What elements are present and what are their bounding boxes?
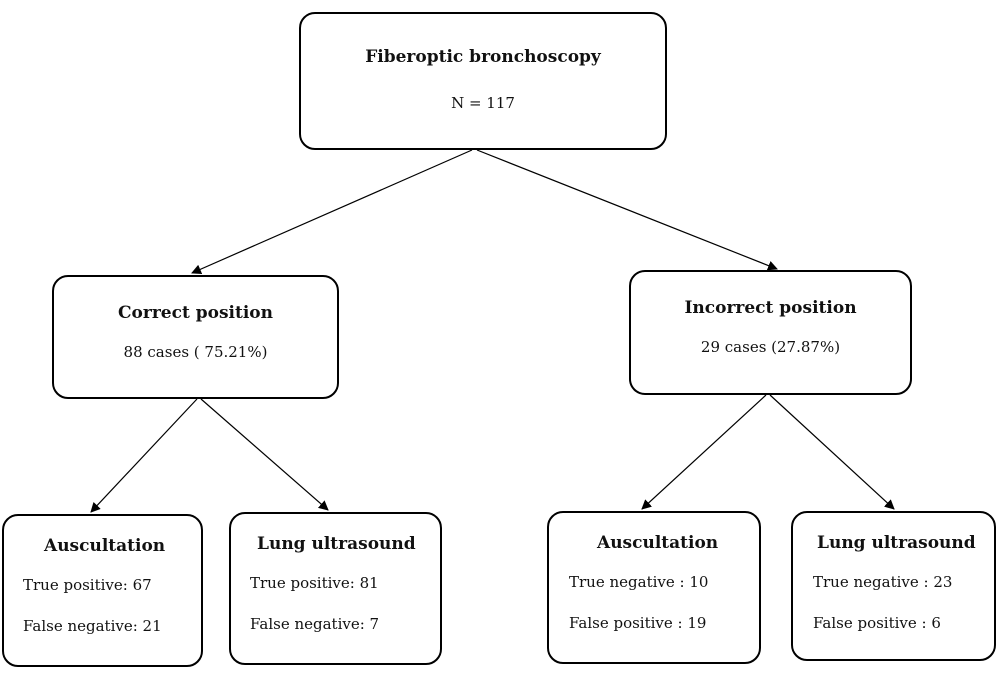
arrow-correct-to-auscultation xyxy=(90,398,198,513)
incorrect-auscultation-line2: False positive : 19 xyxy=(569,614,707,632)
incorrect-count: 29 cases (27.87%) xyxy=(700,338,841,356)
node-incorrect-lung-ultrasound: Lung ultrasound True negative : 23 False… xyxy=(791,511,996,661)
correct-title: Correct position xyxy=(118,303,273,323)
correct-count: 88 cases ( 75.21%) xyxy=(123,343,268,361)
correct-ultrasound-line2: False negative: 7 xyxy=(250,615,380,633)
incorrect-title: Incorrect position xyxy=(684,298,857,318)
incorrect-ultrasound-line2: False positive : 6 xyxy=(813,614,941,632)
incorrect-ultrasound-line1: True negative : 23 xyxy=(813,573,953,591)
node-correct-position: Correct position 88 cases ( 75.21%) xyxy=(52,275,339,399)
root-title: Fiberoptic bronchoscopy xyxy=(365,47,601,67)
incorrect-auscultation-line1: True negative : 10 xyxy=(569,573,709,591)
correct-ultrasound-line1: True positive: 81 xyxy=(250,574,379,592)
node-correct-lung-ultrasound: Lung ultrasound True positive: 81 False … xyxy=(229,512,442,665)
root-count: N = 117 xyxy=(451,94,515,112)
arrow-root-to-incorrect xyxy=(476,149,778,271)
node-incorrect-auscultation: Auscultation True negative : 10 False po… xyxy=(547,511,761,664)
arrow-root-to-correct xyxy=(191,149,473,274)
correct-auscultation-line2: False negative: 21 xyxy=(23,617,162,635)
correct-auscultation-line1: True positive: 67 xyxy=(23,576,152,594)
arrow-incorrect-to-ultrasound xyxy=(769,394,895,510)
node-incorrect-position: Incorrect position 29 cases (27.87%) xyxy=(629,270,912,395)
correct-auscultation-title: Auscultation xyxy=(44,536,166,556)
root-node-fiberoptic-bronchoscopy: Fiberoptic bronchoscopy N = 117 xyxy=(299,12,667,150)
correct-ultrasound-title: Lung ultrasound xyxy=(257,534,416,554)
incorrect-ultrasound-title: Lung ultrasound xyxy=(817,533,976,553)
node-correct-auscultation: Auscultation True positive: 67 False neg… xyxy=(2,514,203,667)
incorrect-auscultation-title: Auscultation xyxy=(597,533,719,553)
arrow-correct-to-ultrasound xyxy=(200,398,329,511)
arrow-incorrect-to-auscultation xyxy=(641,394,767,510)
